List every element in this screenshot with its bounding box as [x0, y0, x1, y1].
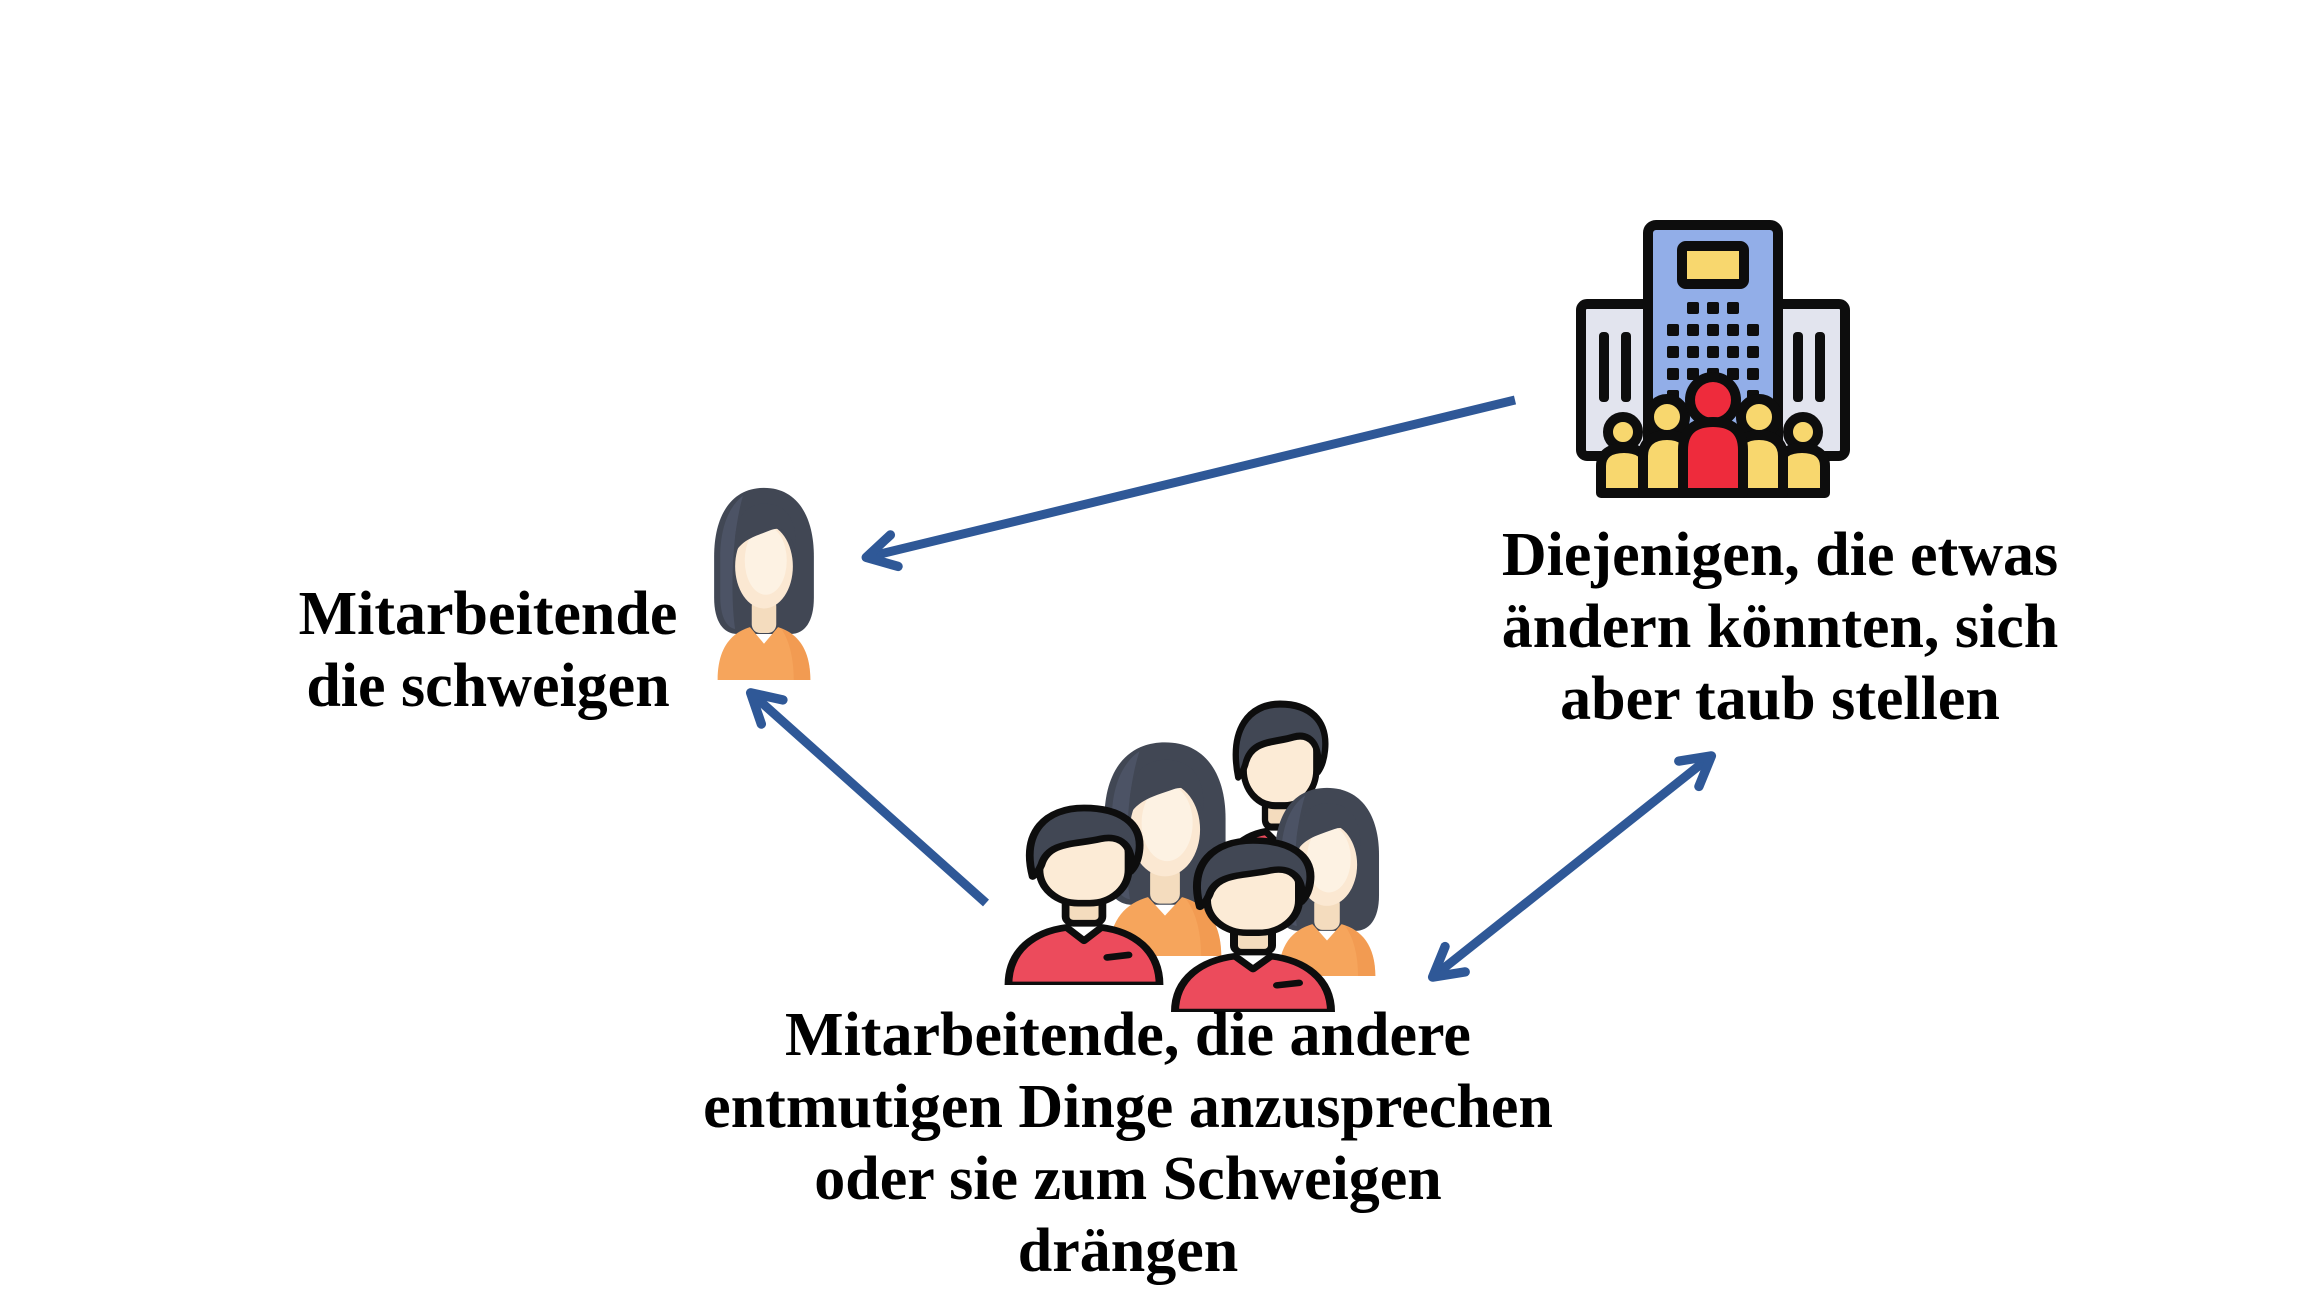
label-line: ändern könnten, sich	[1501, 593, 2059, 661]
label-line: Diejenigen, die etwas	[1501, 521, 2059, 589]
label-line: drängen	[1017, 1217, 1239, 1285]
label-discouraging-employees: Mitarbeitende, die andere entmutigen Din…	[698, 999, 1558, 1287]
label-silent-employees: Mitarbeitende die schweigen	[158, 578, 818, 722]
arrow-group-to-silent-employee	[745, 688, 989, 907]
building-people-row	[1596, 372, 1830, 498]
office-building-with-people-icon	[1576, 220, 1850, 498]
arrow-group-management-double	[1427, 751, 1717, 982]
label-deaf-management: Diejenigen, die etwas ändern könnten, si…	[1450, 519, 2110, 735]
building-top-window	[1677, 241, 1749, 289]
arrow-management-to-silent-employee	[861, 395, 1517, 572]
label-line: die schweigen	[306, 652, 670, 720]
label-line: Mitarbeitende, die andere	[785, 1001, 1471, 1069]
wing-window-bars	[1599, 332, 1825, 402]
group-man-front-center-icon	[1158, 826, 1348, 1012]
label-line: oder sie zum Schweigen	[814, 1145, 1442, 1213]
label-line: entmutigen Dinge anzusprechen	[703, 1073, 1553, 1141]
label-line: Mitarbeitende	[298, 580, 678, 648]
group-man-front-left-icon	[992, 793, 1176, 985]
label-line: aber taub stellen	[1560, 665, 2000, 733]
